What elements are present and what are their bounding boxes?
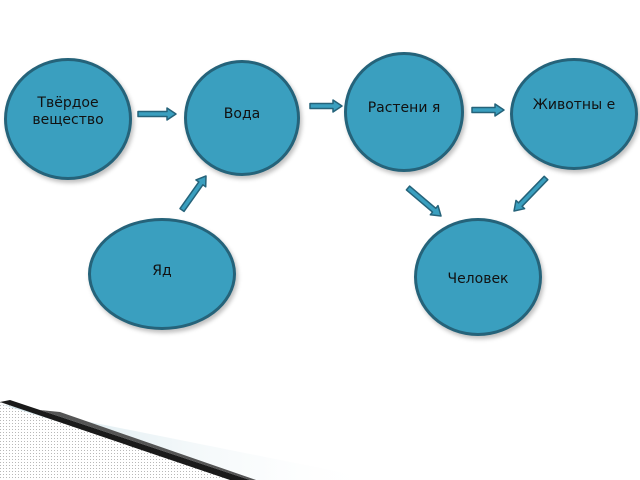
- node-plants-label: Растени я: [367, 99, 441, 116]
- node-plants: Растени я: [344, 52, 464, 172]
- node-poison-label: Яд: [152, 262, 172, 279]
- node-solid-substance: Твёрдое вещество: [4, 58, 132, 180]
- arrow-plants-to-animals: [471, 103, 505, 117]
- node-poison: Яд: [88, 218, 236, 330]
- node-solid-substance-label: Твёрдое вещество: [32, 95, 104, 128]
- arrow-solid-to-water: [137, 107, 177, 121]
- arrow-plants-to-human: [405, 185, 442, 217]
- node-water: Вода: [184, 60, 300, 176]
- arrow-water-to-plants: [309, 99, 343, 113]
- node-human-label: Человек: [447, 270, 509, 287]
- node-human: Человек: [414, 218, 542, 336]
- arrow-poison-to-water: [179, 175, 207, 213]
- arrow-animals-to-human: [513, 175, 549, 212]
- node-animals-label: Животны е: [532, 96, 616, 113]
- node-animals: Животны е: [510, 58, 638, 170]
- node-water-label: Вода: [223, 105, 261, 122]
